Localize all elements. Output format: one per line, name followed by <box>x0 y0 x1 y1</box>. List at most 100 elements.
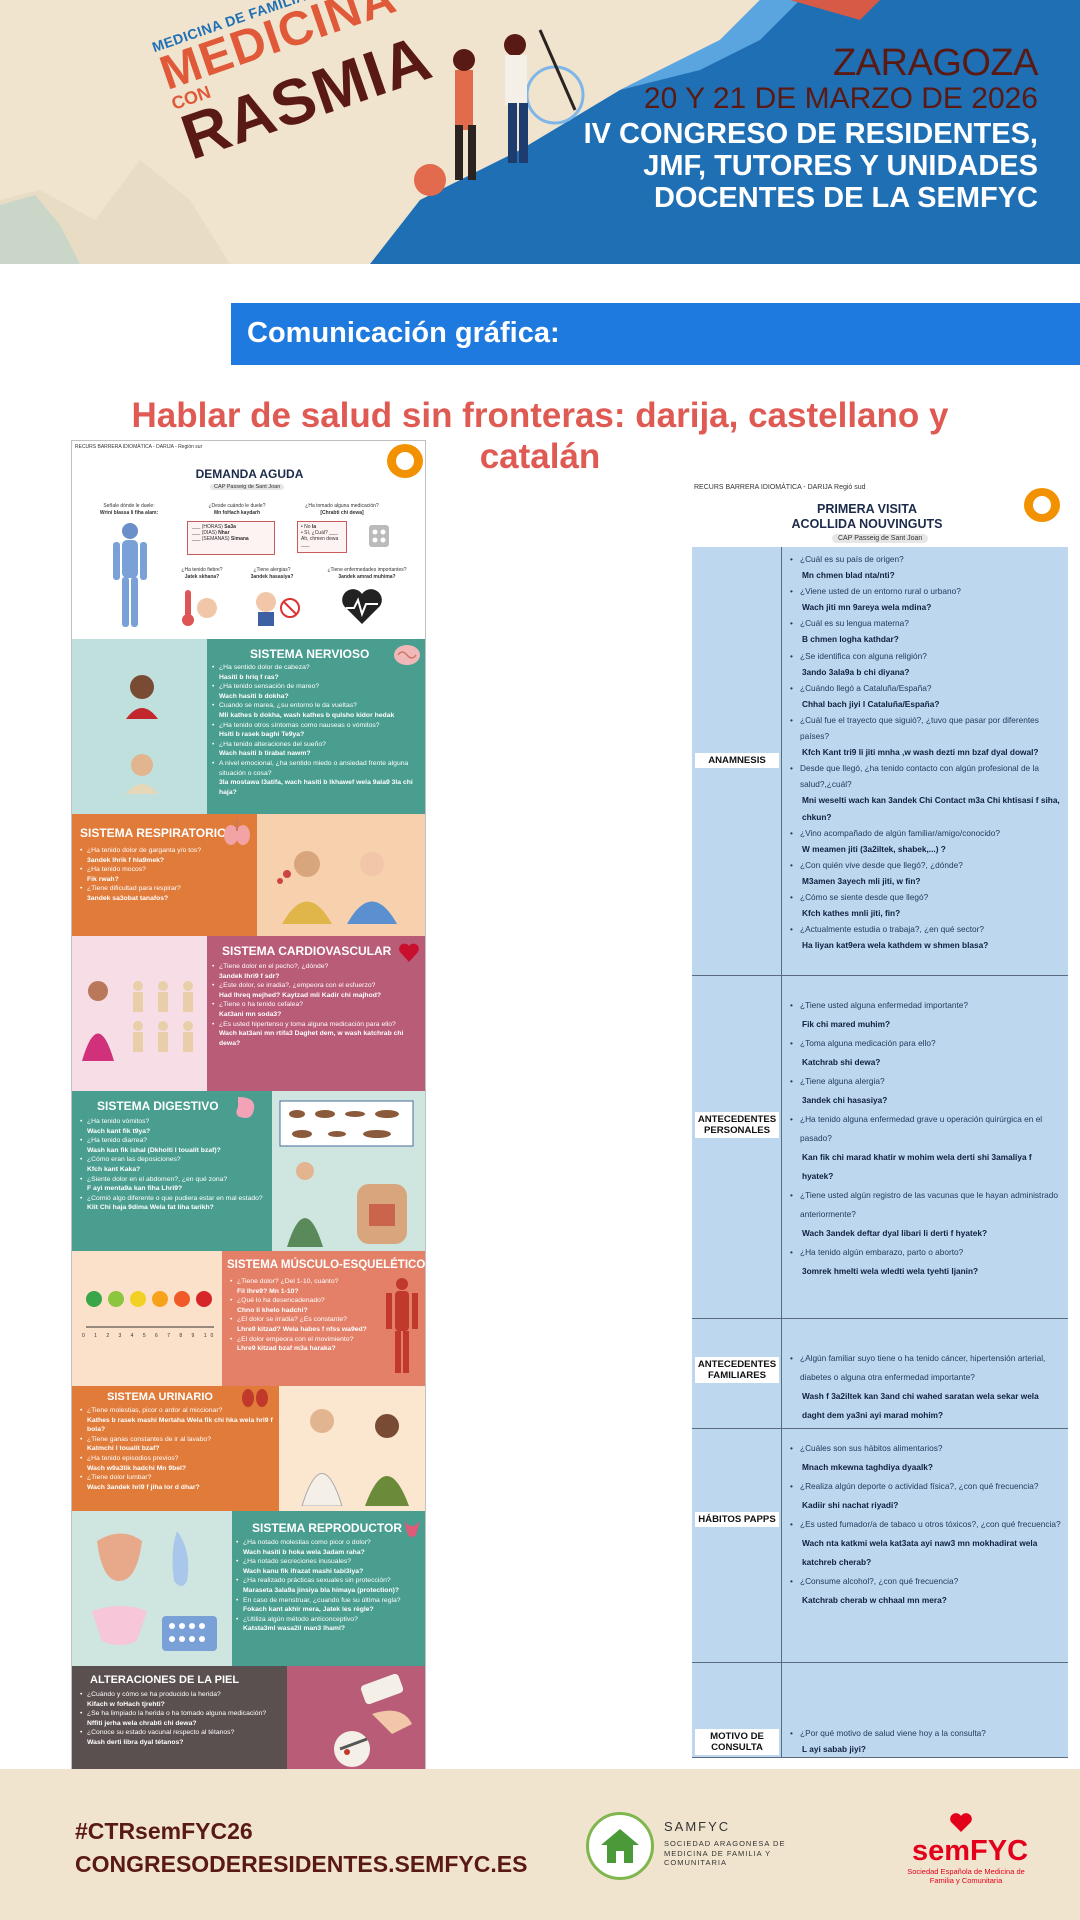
list-item: ¿Actualmente estudia o trabaja?, ¿en qué… <box>790 921 1062 953</box>
list-item: ¿Cuál fue el trayecto que siguió?, ¿tuvo… <box>790 712 1062 760</box>
answer: 3omrek hmelti wela wledti wela tyehti lj… <box>802 1266 979 1276</box>
answer: L ayi sabab jiyi? <box>802 1744 866 1755</box>
personal-history-row: ANTECEDENTES PERSONALES ¿Tiene usted alg… <box>692 976 1068 1319</box>
question: ¿Ha tenido otros síntomas como nauseas o… <box>219 721 380 729</box>
list-item: ¿El dolor empeora con el movimiento?Lhre… <box>230 1335 380 1354</box>
samfyc-name: SAMFYC <box>664 1819 731 1834</box>
right-poster: RECURS BARRERA IDIOMÀTICA - DARIJA Regió… <box>692 482 1068 1758</box>
family-history-label: ANTECEDENTES FAMILIARES <box>695 1357 779 1383</box>
question: ¿Siente dolor en el abdomen?, ¿en qué zo… <box>87 1175 228 1183</box>
question: ¿Cuál fue el trayecto que siguió?, ¿tuvo… <box>800 714 1039 742</box>
nervous-system-list: ¿Ha sentido dolor de cabeza?Hasiti b hri… <box>212 663 422 797</box>
coughing-people-icon <box>277 851 397 924</box>
question: ¿Ha tenido dolor de garganta y/o tos? <box>87 847 202 854</box>
answer: Mli kathes b dokha, wash kathes b qulsho… <box>219 711 395 719</box>
answer: Wash derti libra dyal tétanos? <box>87 1738 184 1746</box>
acute-demand-title: DEMANDA AGUDA <box>195 467 304 481</box>
answer: 3andek lhri9 f sdr? <box>219 972 280 980</box>
acute-q6: ¿Tiene enfermedades importantes? <box>327 567 407 573</box>
answer: Katchrab shi dewa? <box>802 1057 881 1067</box>
answer: Chno li khelo hadchi? <box>237 1306 308 1314</box>
acute-a1: Wrini blassa li fiha alam: <box>99 510 159 516</box>
right-poster-title-line1: PRIMERA VISITA <box>816 502 917 516</box>
skin-section: ALTERACIONES DE LA PIEL ¿Cuándo y cómo s… <box>72 1666 425 1776</box>
answer: Mn chmen blad nta/nti? <box>802 570 895 581</box>
question: A nivel emocional, ¿ha sentido miedo o a… <box>219 759 409 777</box>
header-congress-title: IV CONGRESO DE RESIDENTES, JMF, TUTORES … <box>583 118 1038 214</box>
respiratory-system-title: SISTEMA RESPIRATORIO <box>80 826 227 840</box>
list-item: ¿Algún familiar suyo tiene o ha tenido c… <box>790 1349 1062 1425</box>
right-poster-title: PRIMERA VISITA ACOLLIDA NOUVINGUTS <box>752 502 982 532</box>
answer: Kadiir shi nachat riyadi? <box>802 1500 899 1510</box>
answer: Had lhreq mejhed? Kaytzad mli Kadir chi … <box>219 991 382 999</box>
header-illustration <box>0 0 1080 264</box>
question: ¿Consume alcohol?, ¿con qué frecuencia? <box>800 1576 959 1586</box>
question: ¿Ha tenido algún embarazo, parto o abort… <box>800 1247 964 1257</box>
habits-row: HÁBITOS PAPPS ¿Cuáles son sus hábitos al… <box>692 1429 1068 1663</box>
program-logo-icon <box>1024 488 1060 522</box>
list-item: ¿Ha tenido diarrea?Wash kan fik ishal (D… <box>80 1136 270 1155</box>
anamnesis-list: ¿Cuál es su país de origen? Mn chmen blad… <box>790 551 1062 953</box>
cardiovascular-system-title: SISTEMA CARDIOVASCULAR <box>222 944 392 958</box>
list-item: ¿Tiene ganas constantes de ir al lavabo?… <box>80 1435 276 1454</box>
pills-icon <box>369 525 389 547</box>
duration-box: ___ (HORAS) Sa3a___ (DIAS) Nhar___ (SEMA… <box>187 521 275 555</box>
acute-a3: [Chrabti chi dewa] <box>320 510 364 516</box>
answer: Mnach mkewna taghdiya dyaalk? <box>802 1462 933 1472</box>
answer: Wach kanu fik ifrazat mashi tabi3iya? <box>243 1567 364 1575</box>
question: ¿El dolor se irradia? ¿Es constante? <box>237 1316 347 1324</box>
answer: Kfch kathes mnli jiti, fin? <box>802 908 901 919</box>
list-item: ¿Cuál es su lengua materna?B chmen logha… <box>790 615 1062 647</box>
list-item: ¿Tiene dificultad para respirar?3andek s… <box>80 884 252 903</box>
answer: Katchrab cherab w chhaal mn mera? <box>802 1595 947 1605</box>
program-logo-icon <box>387 444 423 478</box>
consultation-reason-row: MOTIVO DE CONSULTA ¿Por qué motivo de sa… <box>692 1663 1068 1758</box>
answer: W meamen jiti (3a2iltek, shabek,...) ? <box>802 843 946 854</box>
row-divider <box>781 1429 782 1662</box>
question: ¿Cuándo llegó a Cataluña/España? <box>800 682 932 693</box>
dizzy-person-icon <box>126 754 158 794</box>
list-item: ¿Cuándo llegó a Cataluña/España?Chhal ba… <box>790 680 1062 712</box>
list-item: ¿Tiene dolor? ¿Del 1-10, cuánto?Fil lhre… <box>230 1277 380 1296</box>
stool-chart-and-abdomen-icon <box>279 1100 414 1247</box>
samfyc-logo-icon <box>586 1812 654 1880</box>
musculoskeletal-system-section: SISTEMA MÚSCULO-ESQUELÉTICO 0 1 2 3 4 5 … <box>72 1251 425 1386</box>
list-item: ¿Ha tenido episodios previos?Wach w9a3li… <box>80 1454 276 1473</box>
samfyc-subtitle: SOCIEDAD ARAGONESA DE MEDICINA DE FAMILI… <box>664 1839 786 1867</box>
personal-history-list: ¿Tiene usted alguna enfermedad important… <box>790 996 1062 1281</box>
answer: Fik rwah? <box>87 875 119 883</box>
urinary-system-title: SISTEMA URINARIO <box>107 1391 213 1403</box>
answer: Klit Chi haja 9dima Wela fat liha tarikh… <box>87 1204 214 1212</box>
list-item: ¿Cuáles son sus hábitos alimentarios? Mna… <box>790 1439 1062 1477</box>
answer: Wach kat3ani mn rtifa3 Daghet dem, w was… <box>219 1030 404 1047</box>
list-item: ¿Se identifica con alguna religión?3ando… <box>790 648 1062 680</box>
question: ¿Cómo eran las deposiciones? <box>87 1156 181 1164</box>
question: ¿Cuáles son sus hábitos alimentarios? <box>800 1443 943 1453</box>
question: ¿Cuándo y cómo se ha producido la herida… <box>87 1691 221 1698</box>
skin-list: ¿Cuándo y cómo se ha producido la herida… <box>80 1690 285 1748</box>
footer-website[interactable]: CONGRESODERESIDENTES.SEMFYC.ES <box>75 1851 528 1877</box>
congress-header: MEDICINA DE FAMILIA Y COMUNITARIA, MEDIC… <box>0 0 1080 264</box>
list-item: ¿Realiza algún deporte o actividad físic… <box>790 1477 1062 1515</box>
urinary-discomfort-people-icon <box>301 1409 409 1506</box>
answer: Kifach w foHach tjrehti? <box>87 1700 165 1708</box>
acute-a4: Jatek skhana? <box>184 574 220 580</box>
answer: Wach w9a3lik hadchi Mn 9bel? <box>87 1464 187 1472</box>
list-item: ¿Tiene o ha tenido cefalea?Kat3ani mn so… <box>212 1000 422 1019</box>
list-item: ¿Ha tenido dolor de garganta y/o tos?3an… <box>80 846 252 865</box>
question: ¿Ha notado molestias como picor o dolor? <box>243 1539 371 1546</box>
question: ¿Tiene dificultad para respirar? <box>87 885 181 893</box>
body-figure-icon <box>113 523 147 627</box>
question: ¿Es usted fumador/a de tabaco u otros tó… <box>800 1519 1061 1529</box>
answer: Katsta3ml wasa2il man3 lhaml? <box>243 1625 345 1633</box>
question: ¿Cuál es su país de origen? <box>800 554 904 564</box>
skin-title: ALTERACIONES DE LA PIEL <box>90 1674 240 1686</box>
answer: F ayi menta9a kan fiha Lhri9? <box>87 1185 183 1193</box>
urinary-system-list: ¿Tiene molestias, picor o ardor al micci… <box>80 1406 276 1492</box>
acute-q1: Señale dónde le duele: <box>103 503 155 509</box>
question: ¿Algún familiar suyo tiene o ha tenido c… <box>800 1353 1046 1382</box>
list-item: ¿Conoce su estado vacunal respecto al té… <box>80 1728 285 1747</box>
list-item: ¿Con quién vive desde que llegó?, ¿dónde… <box>790 857 1062 889</box>
question: Cuando se marea, ¿su entorno le da vuelt… <box>219 702 357 710</box>
row-divider <box>781 976 782 1318</box>
